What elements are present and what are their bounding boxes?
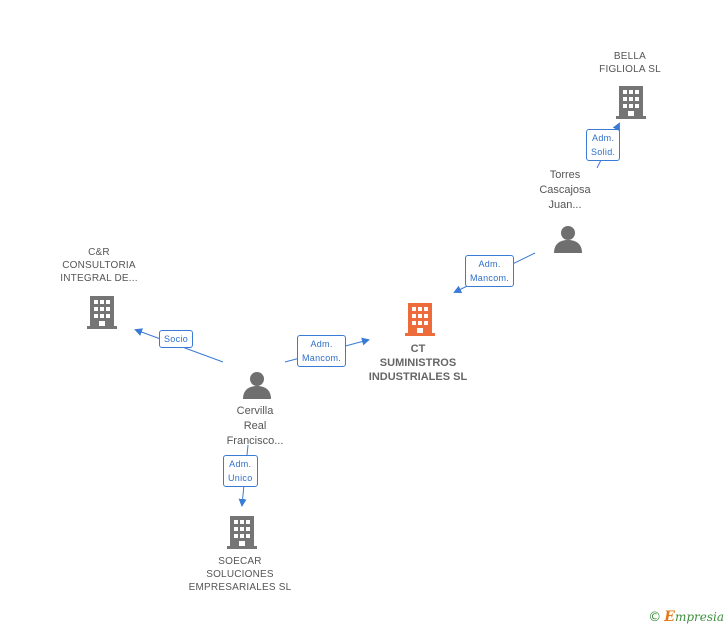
company-name-ct-suministros[interactable]: CT SUMINISTROS INDUSTRIALES SL — [368, 343, 468, 383]
main-company-building-icon[interactable] — [404, 301, 436, 337]
brand-initial: E — [664, 609, 675, 625]
building-icon[interactable] — [226, 514, 258, 550]
relation-badge-adm-unico[interactable]: Adm. Unico — [223, 455, 258, 487]
company-name-cr-consultoria[interactable]: C&R CONSULTORIA INTEGRAL DE... — [60, 247, 138, 284]
brand-name: mpresia — [674, 610, 724, 624]
building-icon[interactable] — [86, 294, 118, 330]
relation-badge-socio[interactable]: Socio — [159, 330, 194, 348]
person-icon[interactable] — [553, 224, 583, 254]
relation-badge-adm-mancom-torres[interactable]: Adm. Mancom. — [465, 255, 515, 287]
empresia-logo[interactable]: ©Empresia — [648, 609, 724, 625]
person-name-cervilla-real[interactable]: Cervilla Real Francisco... — [226, 405, 284, 447]
person-name-torres-cascajosa[interactable]: Torres Cascajosa Juan... — [539, 169, 591, 211]
company-name-bella-figliola[interactable]: BELLA FIGLIOLA SL — [599, 51, 661, 75]
copyright-symbol: © — [648, 610, 662, 625]
relation-badge-adm-solid[interactable]: Adm. Solid. — [586, 129, 621, 161]
relation-badge-adm-mancom-cervilla[interactable]: Adm. Mancom. — [297, 335, 347, 367]
building-icon[interactable] — [615, 84, 647, 120]
person-icon[interactable] — [242, 370, 272, 400]
company-name-soecar[interactable]: SOECAR SOLUCIONES EMPRESARIALES SL — [188, 556, 292, 593]
